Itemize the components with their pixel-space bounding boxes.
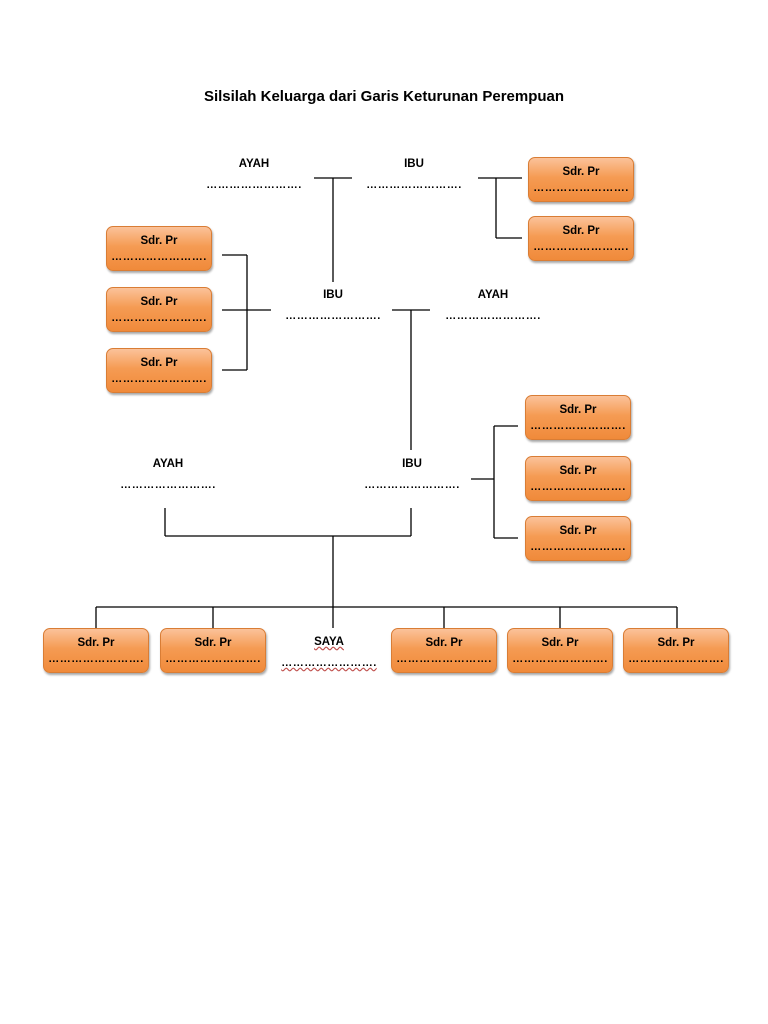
ibu-gen3-name: ……………………. bbox=[364, 479, 460, 491]
ayah-gen1-name: ……………………. bbox=[206, 179, 302, 191]
sibling-box-gen2-3: Sdr. Pr ……………………. bbox=[106, 348, 212, 393]
sibling-box-gen4-3: Sdr. Pr ……………………. bbox=[391, 628, 497, 673]
sibling-box-gen3-2: Sdr. Pr ……………………. bbox=[525, 456, 631, 501]
sibling-name: ……………………. bbox=[165, 653, 261, 665]
sibling-name: ……………………. bbox=[530, 541, 626, 553]
saya-label: SAYA bbox=[279, 636, 379, 648]
ibu-gen2-label: IBU bbox=[323, 289, 343, 301]
saya-text: SAYA bbox=[314, 636, 344, 648]
sibling-box-gen3-1: Sdr. Pr ……………………. bbox=[525, 395, 631, 440]
sibling-label: Sdr. Pr bbox=[194, 637, 232, 649]
sibling-name: ……………………. bbox=[111, 251, 207, 263]
sibling-box-gen1-1: Sdr. Pr ……………………. bbox=[528, 157, 634, 202]
ibu-gen1-label: IBU bbox=[404, 158, 424, 170]
ayah-gen1-label: AYAH bbox=[238, 158, 270, 170]
sibling-name: ……………………. bbox=[533, 182, 629, 194]
sibling-name: ……………………. bbox=[396, 653, 492, 665]
page-title: Silsilah Keluarga dari Garis Keturunan P… bbox=[203, 88, 565, 105]
sibling-box-gen1-2: Sdr. Pr ……………………. bbox=[528, 216, 634, 261]
sibling-box-gen4-4: Sdr. Pr ……………………. bbox=[507, 628, 613, 673]
sibling-label: Sdr. Pr bbox=[425, 637, 463, 649]
sibling-label: Sdr. Pr bbox=[559, 404, 597, 416]
sibling-name: ……………………. bbox=[48, 653, 144, 665]
sibling-box-gen2-2: Sdr. Pr ……………………. bbox=[106, 287, 212, 332]
sibling-label: Sdr. Pr bbox=[77, 637, 115, 649]
sibling-name: ……………………. bbox=[530, 481, 626, 493]
sibling-box-gen4-1: Sdr. Pr ……………………. bbox=[43, 628, 149, 673]
sibling-label: Sdr. Pr bbox=[140, 235, 178, 247]
sibling-label: Sdr. Pr bbox=[140, 296, 178, 308]
sibling-name: ……………………. bbox=[530, 420, 626, 432]
sibling-box-gen4-2: Sdr. Pr ……………………. bbox=[160, 628, 266, 673]
sibling-label: Sdr. Pr bbox=[559, 525, 597, 537]
saya-name: ……………………. bbox=[279, 657, 379, 669]
sibling-name: ……………………. bbox=[111, 373, 207, 385]
ibu-gen3-label: IBU bbox=[402, 458, 422, 470]
sibling-label: Sdr. Pr bbox=[657, 637, 695, 649]
sibling-name: ……………………. bbox=[512, 653, 608, 665]
sibling-label: Sdr. Pr bbox=[562, 225, 600, 237]
sibling-label: Sdr. Pr bbox=[562, 166, 600, 178]
sibling-box-gen3-3: Sdr. Pr ……………………. bbox=[525, 516, 631, 561]
sibling-box-gen2-1: Sdr. Pr ……………………. bbox=[106, 226, 212, 271]
sibling-name: ……………………. bbox=[533, 241, 629, 253]
sibling-name: ……………………. bbox=[111, 312, 207, 324]
ayah-gen2-name: ……………………. bbox=[445, 310, 541, 322]
sibling-box-gen4-5: Sdr. Pr ……………………. bbox=[623, 628, 729, 673]
ibu-gen2-name: ……………………. bbox=[285, 310, 381, 322]
ayah-gen3-name: ……………………. bbox=[120, 479, 216, 491]
sibling-label: Sdr. Pr bbox=[541, 637, 579, 649]
sibling-label: Sdr. Pr bbox=[140, 357, 178, 369]
ayah-gen2-label: AYAH bbox=[477, 289, 509, 301]
ayah-gen3-label: AYAH bbox=[152, 458, 184, 470]
sibling-name: ……………………. bbox=[628, 653, 724, 665]
sibling-label: Sdr. Pr bbox=[559, 465, 597, 477]
saya-name-text: ……………………. bbox=[281, 657, 377, 669]
ibu-gen1-name: ……………………. bbox=[366, 179, 462, 191]
